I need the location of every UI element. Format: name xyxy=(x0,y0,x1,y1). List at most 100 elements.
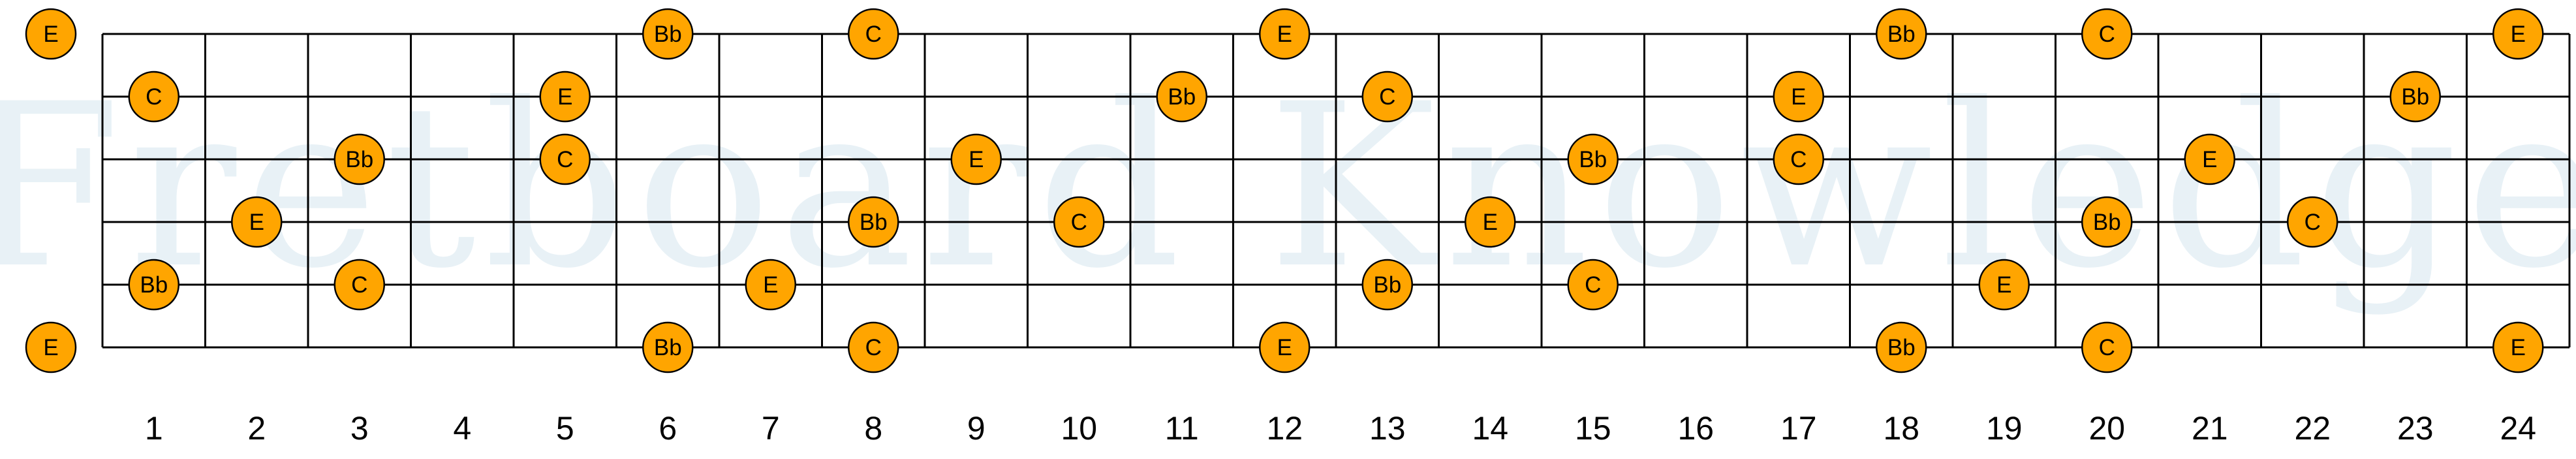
note-dot xyxy=(2492,321,2544,373)
note-dot xyxy=(334,133,385,185)
note-label: C xyxy=(1071,210,1087,235)
note-marker: E xyxy=(1259,321,1311,373)
note-marker: C xyxy=(1567,259,1619,311)
fret-number: 6 xyxy=(659,410,677,447)
note-dot xyxy=(25,321,77,373)
note-marker: C xyxy=(2081,8,2133,60)
note-dot xyxy=(2492,8,2544,60)
note-marker: E xyxy=(1773,71,1824,123)
note-marker: E xyxy=(2492,321,2544,373)
note-label: Bb xyxy=(140,272,168,298)
note-marker: E xyxy=(539,71,591,123)
note-dot xyxy=(2184,133,2235,185)
note-dot xyxy=(1259,321,1311,373)
note-label: E xyxy=(1277,22,1292,47)
note-marker: E xyxy=(25,321,77,373)
note-dot xyxy=(1567,259,1619,311)
note-label: Bb xyxy=(1168,84,1196,110)
note-marker: C xyxy=(2081,321,2133,373)
note-label: Bb xyxy=(654,335,682,360)
fret-number: 12 xyxy=(1266,410,1303,447)
note-marker: Bb xyxy=(1567,133,1619,185)
note-label: E xyxy=(1277,335,1292,360)
fret-number: 9 xyxy=(967,410,985,447)
note-label: E xyxy=(763,272,778,298)
note-dot xyxy=(642,8,694,60)
fret-number: 5 xyxy=(556,410,574,447)
fret-number: 18 xyxy=(1883,410,1919,447)
note-dot xyxy=(950,133,1002,185)
note-dot xyxy=(1361,259,1413,311)
fret-number: 24 xyxy=(2500,410,2536,447)
note-label: Bb xyxy=(345,147,373,172)
note-marker: Bb xyxy=(642,321,694,373)
note-label: Bb xyxy=(2401,84,2429,110)
note-label: C xyxy=(1379,84,1395,110)
note-dot xyxy=(1773,133,1824,185)
note-dot xyxy=(334,259,385,311)
fretboard-grid xyxy=(101,33,2571,349)
note-label: Bb xyxy=(1887,22,1916,47)
note-dot xyxy=(2287,196,2338,248)
fret-number: 13 xyxy=(1369,410,1406,447)
note-label: E xyxy=(2511,22,2526,47)
note-marker: C xyxy=(334,259,385,311)
note-label: E xyxy=(43,22,58,47)
note-dot xyxy=(1978,259,2030,311)
fret-number: 17 xyxy=(1780,410,1817,447)
fret-number: 16 xyxy=(1677,410,1714,447)
note-dot xyxy=(2389,71,2441,123)
note-marker: Bb xyxy=(128,259,179,311)
note-marker: E xyxy=(1465,196,1516,248)
note-dot xyxy=(848,321,899,373)
fret-number: 7 xyxy=(762,410,780,447)
note-dot xyxy=(1156,71,1207,123)
note-dot xyxy=(128,259,179,311)
note-label: C xyxy=(865,335,882,360)
note-dot xyxy=(1876,321,1927,373)
note-dot xyxy=(1876,8,1927,60)
watermark: Fretboard Knowledge xyxy=(0,56,2576,318)
note-dot xyxy=(2081,8,2133,60)
note-marker: C xyxy=(1773,133,1824,185)
note-dot xyxy=(128,71,179,123)
note-marker: Bb xyxy=(848,196,899,248)
note-marker: E xyxy=(231,196,283,248)
note-dot xyxy=(2081,321,2133,373)
note-marker: C xyxy=(848,8,899,60)
note-marker: Bb xyxy=(334,133,385,185)
note-dot xyxy=(642,321,694,373)
note-marker: C xyxy=(1361,71,1413,123)
note-marker: E xyxy=(1978,259,2030,311)
note-dot xyxy=(1361,71,1413,123)
note-dot xyxy=(848,196,899,248)
note-label: Bb xyxy=(1373,272,1401,298)
note-marker: Bb xyxy=(1876,8,1927,60)
note-dot xyxy=(1773,71,1824,123)
note-label: Bb xyxy=(1887,335,1916,360)
note-label: C xyxy=(2099,22,2115,47)
note-dot xyxy=(745,259,796,311)
note-label: Bb xyxy=(860,210,888,235)
note-marker: C xyxy=(2287,196,2338,248)
note-label: E xyxy=(557,84,572,110)
note-dot xyxy=(539,71,591,123)
note-label: C xyxy=(865,22,882,47)
note-label: Bb xyxy=(654,22,682,47)
note-dot xyxy=(1567,133,1619,185)
note-dot xyxy=(1053,196,1105,248)
note-marker: E xyxy=(2492,8,2544,60)
note-label: C xyxy=(557,147,573,172)
note-dot xyxy=(231,196,283,248)
note-label: E xyxy=(1791,84,1806,110)
note-marker: C xyxy=(128,71,179,123)
note-label: Bb xyxy=(1579,147,1607,172)
note-dot xyxy=(848,8,899,60)
note-marker: Bb xyxy=(642,8,694,60)
fret-number: 2 xyxy=(247,410,266,447)
fret-number: 20 xyxy=(2088,410,2125,447)
note-label: E xyxy=(1483,210,1498,235)
note-marker: C xyxy=(1053,196,1105,248)
